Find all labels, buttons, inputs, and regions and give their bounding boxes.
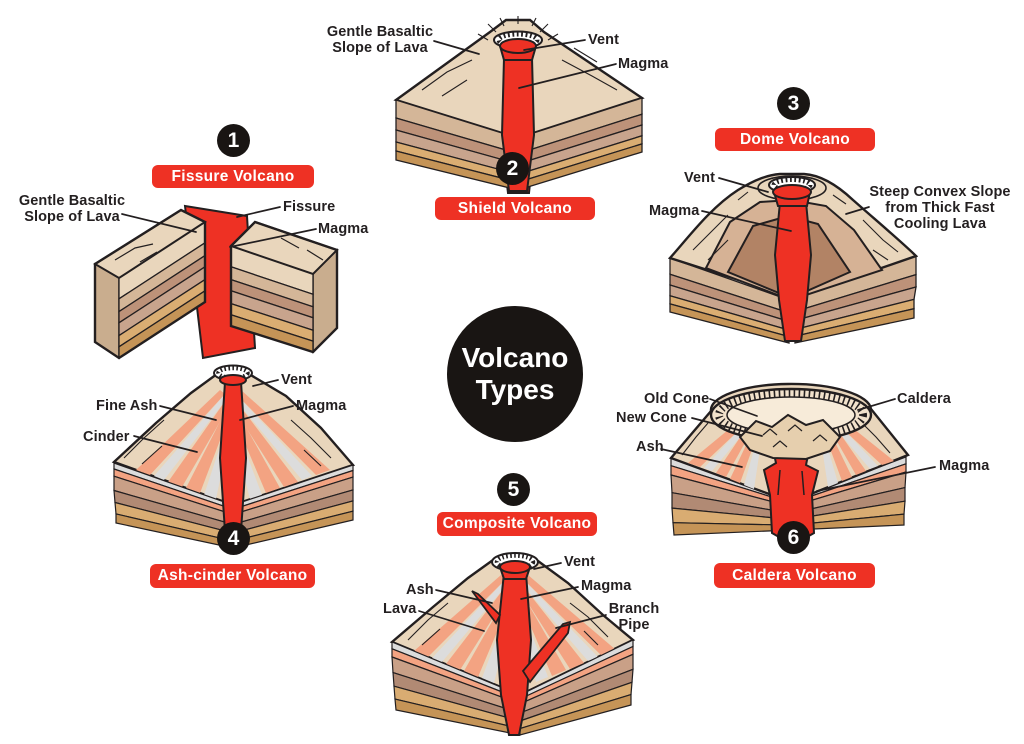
badge-5: 5	[497, 473, 530, 506]
label-fissure-fissure: Fissure	[283, 199, 336, 215]
label-caldera-caldera: Caldera	[897, 391, 951, 407]
label-fissure-slope: Gentle Basaltic Slope of Lava	[18, 193, 126, 226]
vent-mouth	[499, 38, 537, 54]
pill-composite-volcano: Composite Volcano	[437, 512, 597, 536]
pill-caldera-volcano: Caldera Volcano	[714, 563, 875, 588]
label-ash-cinder-cinder: Cinder	[83, 429, 130, 445]
label-fissure-magma: Magma	[318, 221, 369, 237]
label-caldera-new-cone: New Cone	[616, 410, 687, 426]
vent-mouth	[219, 374, 247, 386]
label-caldera-old-cone: Old Cone	[644, 391, 710, 407]
badge-1: 1	[217, 124, 250, 157]
vent-mouth	[499, 560, 531, 574]
vent-mouth	[772, 184, 812, 200]
badge-2: 2	[496, 152, 529, 185]
pill-shield-volcano: Shield Volcano	[435, 197, 595, 220]
badge-4: 4	[217, 522, 250, 555]
badge-6: 6	[777, 521, 810, 554]
label-dome-magma: Magma	[649, 203, 700, 219]
label-caldera-magma: Magma	[939, 458, 990, 474]
label-ash-cinder-vent: Vent	[281, 372, 313, 388]
label-dome-slope: Steep Convex Slope from Thick Fast Cooli…	[869, 184, 1011, 233]
label-composite-magma: Magma	[581, 578, 632, 594]
label-shield-vent: Vent	[588, 32, 620, 48]
label-composite-vent: Vent	[564, 554, 596, 570]
pill-dome-volcano: Dome Volcano	[715, 128, 875, 151]
label-ash-cinder-magma: Magma	[296, 398, 347, 414]
label-dome-vent: Vent	[684, 170, 716, 186]
label-shield-slope: Gentle Basaltic Slope of Lava	[326, 24, 434, 57]
label-composite-branch-pipe: Branch Pipe	[608, 601, 660, 634]
label-ash-cinder-fine-ash: Fine Ash	[96, 398, 158, 414]
pill-ash-cinder-volcano: Ash-cinder Volcano	[150, 564, 315, 588]
label-composite-ash: Ash	[406, 582, 434, 598]
badge-3: 3	[777, 87, 810, 120]
diagram-title: Volcano Types	[447, 306, 583, 442]
label-shield-magma: Magma	[618, 56, 669, 72]
magma-pipe	[773, 201, 813, 342]
new-cone-mound	[738, 413, 842, 461]
label-composite-lava: Lava	[383, 601, 417, 617]
label-caldera-ash: Ash	[636, 439, 664, 455]
pill-fissure-volcano: Fissure Volcano	[152, 165, 314, 188]
composite-volcano-illustration	[389, 552, 636, 736]
